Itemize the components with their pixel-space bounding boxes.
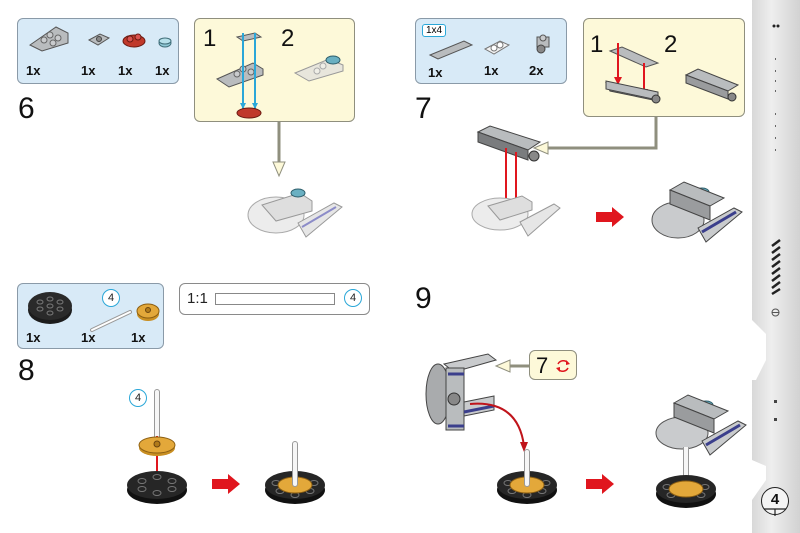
step-7-bracket-assembly-illustration [471,125,561,237]
step-number: 6 [18,92,35,125]
bar-length-badge: 4 [344,289,362,307]
sidebar-notch-shape [752,460,766,500]
round-tile-icon [158,37,172,48]
substep-number: 1 [203,25,217,52]
step-6-parts-list: 1x 1x 1x 1x [17,18,179,84]
step-number: 7 [415,92,432,125]
sidebar-dots-icon [772,24,780,28]
bar-length-badge: 4 [102,289,120,307]
step-8-parts-list: 4 1x 1x 1x [17,283,164,349]
wedge-plate-icon [29,26,69,52]
substep-1-assembly-illustration [215,32,264,119]
part-qty: 1x [118,63,133,78]
step-7-parts-list: 1x4 1x 1x 2x [415,18,567,84]
page-number-base-line [764,508,786,516]
step-8-assembly-illustration [127,389,187,504]
sidebar-hazard-stripes [771,239,781,296]
rotate-callout-step-ref: 7 [536,353,549,378]
step-9-base-illustration [497,449,557,504]
sidebar-small-emblem-icon [771,308,780,317]
step-7-callout-connector [532,116,658,155]
part-qty: 1x [26,330,41,345]
part-qty: 2x [529,63,544,78]
round-plate-icon [28,292,72,324]
rotate-callout-box: 7 [529,350,577,380]
bar-length-badge: 4 [129,389,147,407]
rotate-icon [556,360,570,372]
step-6-model-illustration [247,188,343,238]
scale-ruler-bar [215,293,335,305]
next-arrow-icon [596,207,624,227]
substep-number: 2 [664,31,678,58]
size-label: 1x4 [422,24,447,37]
step-7-result-illustration [651,181,743,243]
part-qty: 1x [131,330,146,345]
substep-number: 2 [281,25,295,52]
gold-tile-icon [136,303,160,321]
step-6-substep-box: 1 2 [194,18,355,122]
sidebar-notch-shape [752,320,766,380]
tile-1x4-icon [428,40,474,60]
scale-ruler-box: 1:1 4 [179,283,370,315]
attach-curved-arrow [469,402,528,452]
jumper-plate-icon [87,33,111,46]
page-sidebar-strip [752,0,800,533]
part-qty: 1x [26,63,41,78]
part-qty: 1x [428,65,443,80]
scale-label: 1:1 [187,290,208,307]
substep-1-assembly-illustration [605,43,661,104]
step-9-rotated-model-illustration [425,353,498,431]
step-number: 9 [415,282,432,315]
step-6-callout-arrow [272,122,286,178]
sidebar-square-markers [774,400,777,421]
step-8-result-illustration [265,441,325,504]
part-qty: 1x [484,63,499,78]
bar-icon [90,310,132,332]
step-number: 8 [18,354,35,387]
sidebar-tick-marks [775,58,776,151]
substep-2-result-illustration [293,55,344,82]
rotate-callout-pointer [494,359,530,373]
red-plate-icon [122,33,146,48]
part-qty: 1x [81,63,96,78]
part-qty: 1x [155,63,170,78]
next-arrow-icon [212,474,240,494]
bracket-icon [536,34,550,54]
step-7-substep-box: 1 2 [583,18,745,117]
substep-2-result-illustration [684,68,740,102]
part-qty: 1x [81,330,96,345]
substep-number: 1 [590,31,604,58]
next-arrow-icon [586,474,614,494]
step-9-result-illustration [655,394,747,508]
white-plate-icon [483,40,511,55]
